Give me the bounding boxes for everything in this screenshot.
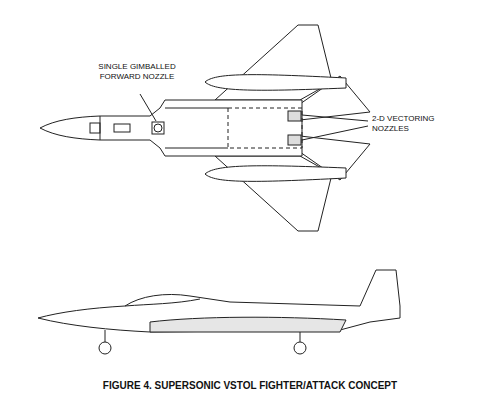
vectoring-nozzle — [288, 135, 301, 145]
main-gear — [300, 332, 301, 342]
wheel — [294, 342, 306, 354]
canopy-line — [125, 299, 200, 306]
leader-line — [302, 115, 368, 121]
vectoring-nozzle — [288, 111, 301, 121]
engine-bay — [228, 108, 302, 148]
nose-gear — [105, 330, 106, 342]
cockpit-detail — [90, 123, 100, 133]
cockpit-detail — [114, 124, 130, 132]
forward-nozzle — [154, 124, 162, 132]
plan-view — [40, 25, 370, 231]
forward-nozzle — [152, 122, 164, 134]
fuselage-side — [38, 270, 400, 332]
side-view — [38, 270, 400, 354]
figure-caption: FIGURE 4. SUPERSONIC VSTOL FIGHTER/ATTAC… — [0, 380, 500, 391]
callout-label: SINGLE GIMBALLED FORWARD NOZZLE — [96, 62, 178, 81]
inlet-line — [165, 148, 228, 149]
fuselage-outline — [40, 100, 302, 156]
callout-label: 2-D VECTORING NOZZLES — [372, 114, 444, 133]
inlet-line — [165, 108, 228, 109]
leader-line — [302, 126, 368, 140]
wheel — [99, 342, 111, 354]
leader-line — [140, 94, 156, 121]
pod-side — [150, 317, 346, 332]
